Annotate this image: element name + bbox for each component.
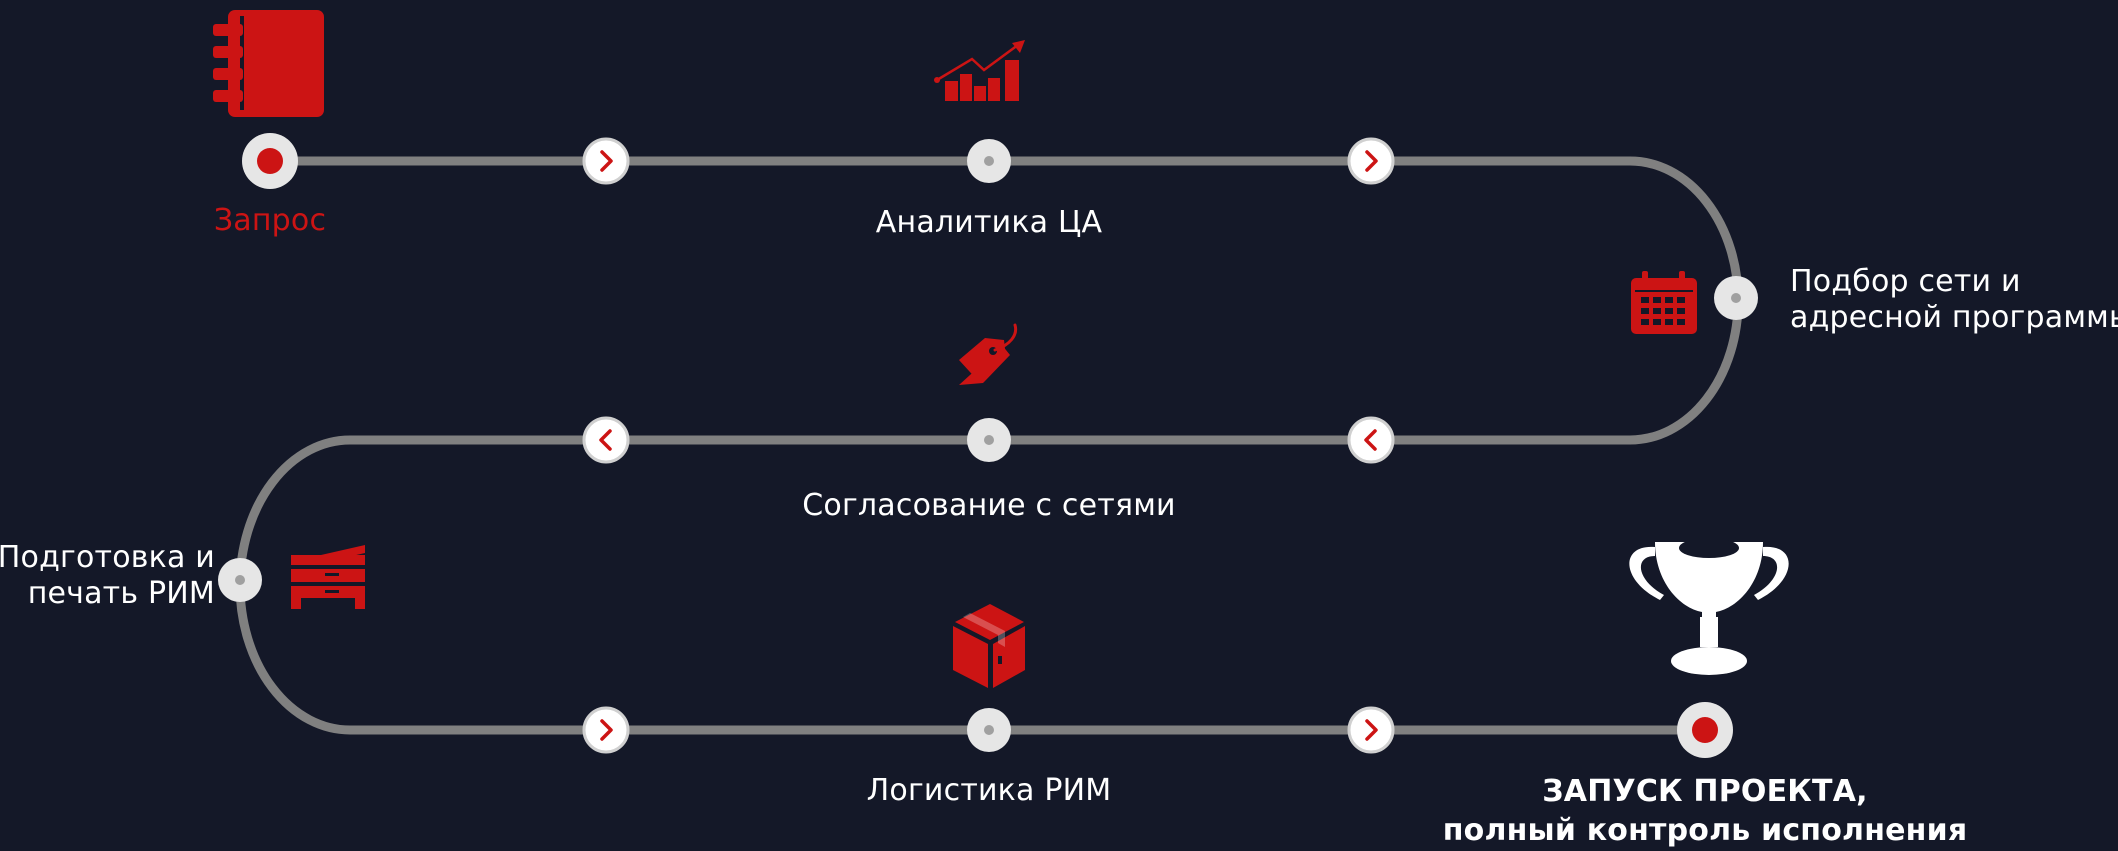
step-node-network [1714, 276, 1758, 320]
arrow-left-icon [582, 416, 630, 464]
step-label-launch: ЗАПУСК ПРОЕКТА, полный контроль исполнен… [1443, 773, 1968, 851]
step-label-printing: Подготовка и печать РИМ [0, 540, 215, 612]
arrow-right-icon [1347, 706, 1395, 754]
start-node [242, 133, 298, 189]
step-label-network-line1: Подбор сети и [1790, 264, 2021, 299]
step-node-approval [967, 418, 1011, 462]
calendar-icon [1631, 271, 1697, 334]
arrow-right-icon [582, 706, 630, 754]
step-label-printing-line2: печать РИМ [27, 576, 215, 611]
step-node-logistics [967, 708, 1011, 752]
step-label-launch-subtitle: полный контроль исполнения [1442, 813, 1968, 848]
box-icon [953, 604, 1025, 688]
price-tag-icon [959, 323, 1018, 385]
step-label-network-line2: адресной программы [1790, 300, 2118, 335]
printer-icon [291, 545, 365, 609]
bar-chart-icon [934, 40, 1025, 101]
arrow-right-icon [582, 137, 630, 185]
step-label-approval: Согласование с сетями [802, 488, 1176, 523]
step-label-logistics: Логистика РИМ [866, 773, 1112, 808]
step-node-analytics [967, 139, 1011, 183]
arrow-left-icon [1347, 416, 1395, 464]
finish-node [1677, 702, 1733, 758]
arrow-right-icon [1347, 137, 1395, 185]
step-label-analytics: Аналитика ЦА [875, 205, 1103, 240]
step-label-request: Запрос [213, 203, 327, 238]
step-label-printing-line1: Подготовка и [0, 540, 215, 575]
step-label-network: Подбор сети и адресной программы [1790, 264, 2118, 336]
process-path [235, 156, 1743, 735]
notebook-icon [213, 10, 324, 117]
step-node-printing [218, 558, 262, 602]
trophy-icon [1629, 538, 1789, 675]
step-label-launch-title: ЗАПУСК ПРОЕКТА, [1542, 774, 1868, 809]
